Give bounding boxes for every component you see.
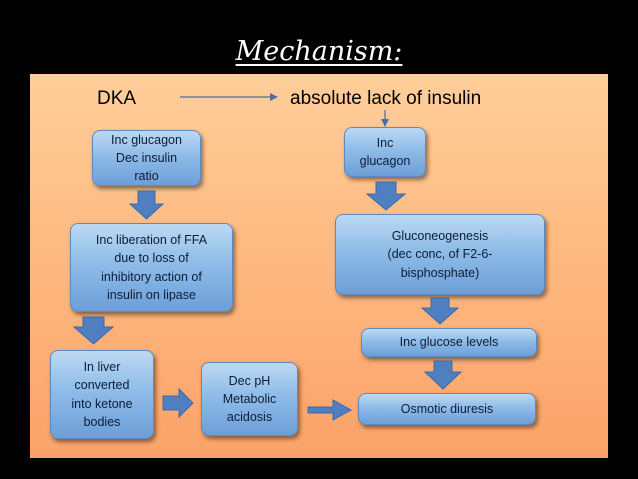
box-line: insulin on lipase [107,287,196,302]
box-line: In liver [83,360,121,375]
box-line: (dec conc, of F2-6- [387,247,493,262]
metabolic-acidosis-box: Dec pH Metabolic acidosis [201,362,298,436]
box-line: inhibitory action of [101,269,202,284]
right-arrow-2 [307,399,353,421]
down-arrow-1 [128,190,165,220]
box-line: Inc liberation of FFA [95,233,208,248]
box-line: Dec insulin [115,150,178,165]
box-line: ratio [134,169,159,184]
inc-glucagon-box: Inc glucagon [344,127,426,177]
ketone-bodies-box: In liver converted into ketone bodies [50,350,154,439]
box-line: Metabolic [222,391,277,406]
dka-label: DKA [97,88,137,109]
absolute-lack-label: absolute lack of insulin [290,88,482,109]
glucagon-insulin-ratio-box: Inc glucagon Dec insulin ratio [92,130,201,186]
right-arrow-1 [162,387,194,419]
box-line: Osmotic diuresis [400,401,494,416]
box-line: due to loss of [114,251,189,266]
glucose-levels-box: Inc glucose levels [361,328,537,357]
gluconeogenesis-box: Gluconeogenesis (dec conc, of F2-6- bisp… [335,214,545,295]
osmotic-diuresis-box: Osmotic diuresis [358,393,536,425]
box-line: Gluconeogenesis [391,229,489,244]
box-line: Inc [376,135,394,150]
ffa-liberation-box: Inc liberation of FFA due to loss of inh… [70,223,233,312]
box-line: Inc glucagon [111,132,182,147]
down-arrow-2 [72,316,115,345]
box-line: Dec pH [228,373,271,388]
box-line: glucagon [359,154,411,168]
box-line: into ketone [71,396,133,411]
slide-title: Mechanism: [235,36,403,67]
box-line: Inc glucose levels [399,335,499,350]
box-line: converted [74,378,130,393]
down-arrow-3 [365,181,407,211]
down-arrow-5 [423,360,463,390]
box-line: bisphosphate) [400,265,480,280]
down-arrow-4 [420,297,460,325]
box-line: bodies [83,414,121,429]
box-line: acidosis [226,410,273,425]
